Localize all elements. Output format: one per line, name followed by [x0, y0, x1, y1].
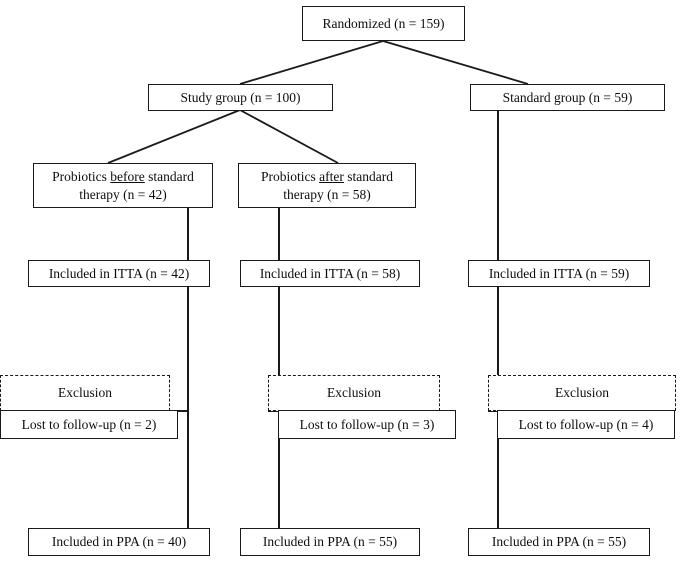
node-study-group-label: Study group (n = 100) [180, 89, 301, 105]
node-itta-standard-label: Included in ITTA (n = 59) [488, 265, 630, 281]
node-study-group: Study group (n = 100) [148, 84, 333, 111]
node-exclusion-before-label: Exclusion [58, 385, 112, 401]
node-itta-after: Included in ITTA (n = 58) [240, 260, 420, 287]
node-ppa-after: Included in PPA (n = 55) [240, 528, 420, 556]
node-probiotics-before-label: Probiotics before standard therapy (n = … [38, 168, 208, 203]
probiotics-after-line2: therapy (n = 58) [283, 186, 371, 202]
node-exclusion-standard-label: Exclusion [555, 385, 609, 401]
connector-stub-exclusion-before [168, 410, 189, 412]
node-ppa-before-label: Included in PPA (n = 40) [51, 534, 187, 550]
node-itta-after-label: Included in ITTA (n = 58) [259, 265, 401, 281]
node-standard-group-label: Standard group (n = 59) [502, 89, 633, 105]
node-ppa-standard-label: Included in PPA (n = 55) [491, 534, 627, 550]
node-lost-after-label: Lost to follow-up (n = 3) [299, 416, 435, 432]
node-exclusion-after: Exclusion [268, 375, 440, 411]
node-lost-after: Lost to follow-up (n = 3) [278, 410, 456, 439]
node-itta-standard: Included in ITTA (n = 59) [468, 260, 650, 287]
probiotics-after-emphasis: after [319, 169, 344, 185]
probiotics-after-line1-pre: Probiotics [261, 169, 320, 185]
node-ppa-standard: Included in PPA (n = 55) [468, 528, 650, 556]
node-standard-group: Standard group (n = 59) [470, 84, 665, 111]
node-lost-standard: Lost to follow-up (n = 4) [497, 410, 675, 439]
node-lost-before: Lost to follow-up (n = 2) [0, 410, 178, 439]
node-lost-standard-label: Lost to follow-up (n = 4) [518, 416, 654, 432]
connector-itta-before-to-ppa [187, 287, 189, 528]
probiotics-before-line2: therapy (n = 42) [79, 186, 167, 202]
probiotics-after-line1-post: standard [343, 169, 393, 185]
node-itta-before: Included in ITTA (n = 42) [28, 260, 210, 287]
node-randomized: Randomized (n = 159) [302, 6, 465, 41]
node-probiotics-before: Probiotics before standard therapy (n = … [33, 163, 213, 208]
connector-standard-to-itta [497, 111, 499, 260]
node-itta-before-label: Included in ITTA (n = 42) [48, 265, 190, 281]
connector-after-to-itta [278, 208, 280, 260]
connector-before-to-itta [187, 208, 189, 260]
node-randomized-label: Randomized (n = 159) [322, 15, 445, 31]
node-ppa-before: Included in PPA (n = 40) [28, 528, 210, 556]
probiotics-before-emphasis: before [110, 169, 145, 185]
node-exclusion-standard: Exclusion [488, 375, 676, 411]
node-probiotics-after: Probiotics after standard therapy (n = 5… [238, 163, 416, 208]
probiotics-before-line1-pre: Probiotics [52, 169, 111, 185]
probiotics-before-line1-post: standard [144, 169, 194, 185]
node-probiotics-after-label: Probiotics after standard therapy (n = 5… [243, 168, 411, 203]
node-exclusion-after-label: Exclusion [327, 385, 381, 401]
node-exclusion-before: Exclusion [0, 375, 170, 411]
node-ppa-after-label: Included in PPA (n = 55) [262, 534, 398, 550]
node-lost-before-label: Lost to follow-up (n = 2) [21, 416, 157, 432]
